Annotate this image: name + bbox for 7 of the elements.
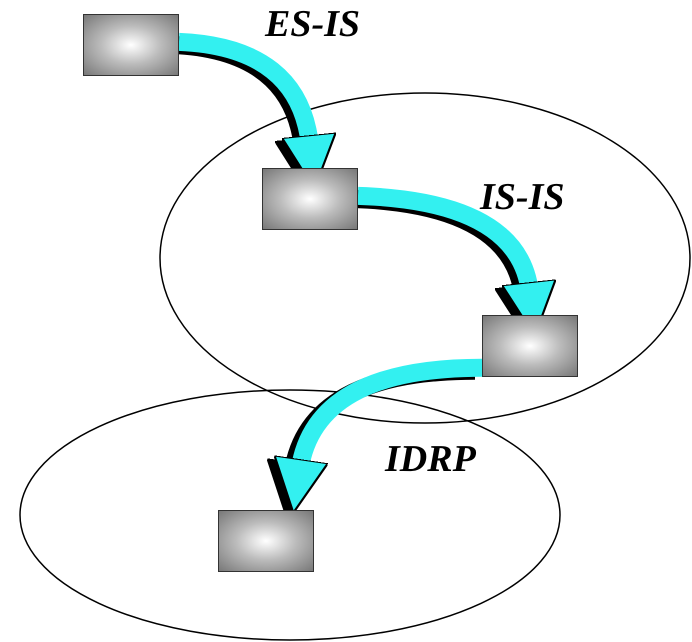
- router-box: [482, 315, 578, 377]
- edge-label: ES-IS: [265, 5, 360, 43]
- edge-label: IS-IS: [480, 178, 564, 216]
- edge-label: IDRP: [385, 440, 476, 478]
- router-box: [83, 14, 179, 76]
- router-box: [262, 168, 358, 230]
- router-box: [218, 510, 314, 572]
